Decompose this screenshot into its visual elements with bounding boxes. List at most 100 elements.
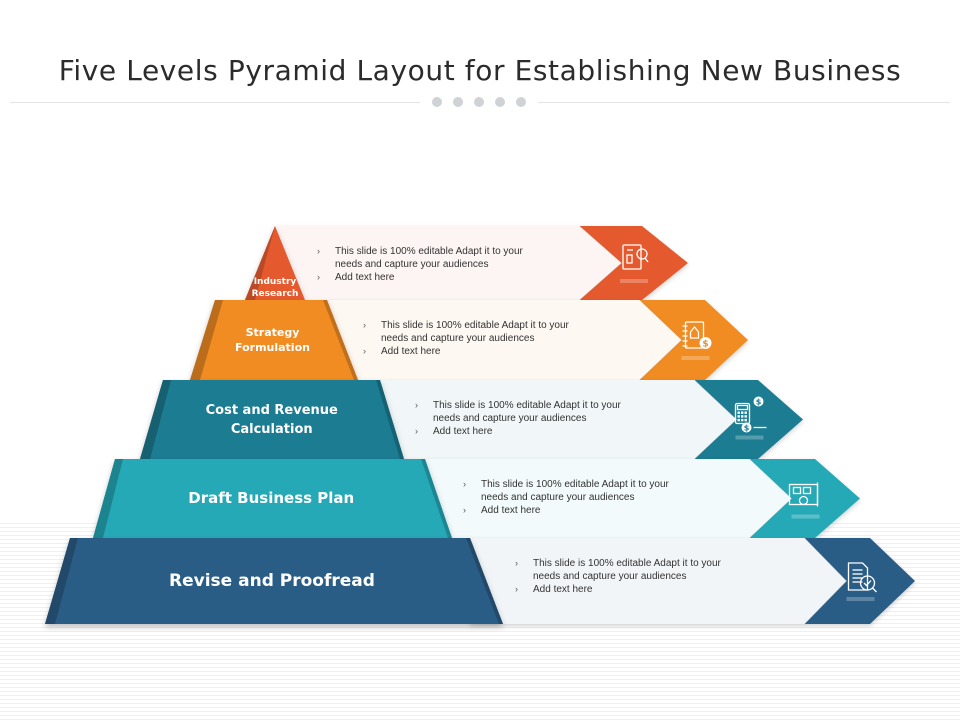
bullet-text: needs and capture your audiences [381, 333, 535, 344]
segment-side-left [140, 380, 171, 459]
panel-edge [694, 379, 738, 460]
bullet-item: This slide is 100% editable Adapt it to … [515, 557, 775, 583]
calculator-body [734, 402, 751, 425]
panel-edge [804, 537, 848, 625]
bullet-item: Add text here [515, 583, 775, 596]
bullet-text: This slide is 100% editable Adapt it to … [433, 400, 621, 411]
coin-symbol: $ [744, 424, 750, 433]
bullet-text: needs and capture your audiences [335, 259, 489, 270]
level-label-line: Cost and Revenue [205, 402, 338, 418]
level-4-segment [93, 459, 452, 538]
level-label-line: Draft Business Plan [188, 489, 355, 507]
level-5-segment [45, 538, 503, 624]
coin [753, 396, 764, 407]
segment-shape [190, 300, 358, 380]
segment-side-left [45, 538, 78, 624]
level-4-label: Draft Business Plan [141, 489, 401, 508]
segment-side-right [376, 380, 404, 459]
bullet-text: This slide is 100% editable Adapt it to … [533, 558, 721, 569]
document-check-icon [846, 562, 877, 601]
check-badge [859, 575, 876, 591]
bullet-text: This slide is 100% editable Adapt it to … [481, 479, 669, 490]
calculator-key [744, 418, 747, 422]
level-3-description: This slide is 100% editable Adapt it to … [415, 399, 675, 438]
report-chart [626, 254, 633, 264]
level-label-line: Strategy [245, 326, 300, 339]
bullet-item: This slide is 100% editable Adapt it to … [317, 245, 577, 271]
title-dot [474, 97, 484, 107]
bullet-item: This slide is 100% editable Adapt it to … [363, 319, 623, 345]
calculator-key [741, 415, 744, 418]
level-2-description: This slide is 100% editable Adapt it to … [363, 319, 623, 358]
level-label-line: Formulation [235, 341, 310, 354]
magnifier-circle [636, 248, 648, 260]
coin-symbol: $ [756, 398, 762, 407]
level-1-description: This slide is 100% editable Adapt it to … [317, 245, 577, 284]
level-label-line: Revise and Proofread [169, 571, 375, 591]
bullet-text: needs and capture your audiences [533, 571, 687, 582]
notebook-house [689, 325, 700, 339]
magnifier-handle [644, 257, 649, 263]
calculator-screen [736, 404, 749, 411]
bullet-item: Add text here [463, 504, 723, 517]
calculator-key [741, 411, 744, 414]
coin-symbol: $ [702, 340, 708, 350]
calculator-key [744, 415, 747, 418]
page-title: Five Levels Pyramid Layout for Establish… [58, 54, 902, 87]
bullet-item: This slide is 100% editable Adapt it to … [415, 399, 675, 425]
level-label-line: Industry [253, 277, 297, 287]
icon-reflection [620, 279, 648, 283]
title-dots [432, 97, 532, 109]
level-5-label: Revise and Proofread [142, 571, 402, 591]
level-label-line: Research [251, 289, 299, 299]
calculator-key [741, 418, 744, 422]
segment-side-left [93, 459, 123, 538]
segment-shape [140, 380, 404, 459]
calculator-key [737, 418, 740, 422]
icon-reflection [791, 514, 820, 519]
check-mark [863, 580, 872, 587]
business-plan-board-icon [788, 482, 820, 519]
level-1-segment [245, 226, 305, 300]
board-card [802, 486, 812, 495]
calculator-key [737, 411, 740, 414]
calculator-key [737, 415, 740, 418]
bullet-item: Add text here [363, 345, 623, 358]
bullet-item: This slide is 100% editable Adapt it to … [463, 478, 723, 504]
title-divider-right [538, 102, 950, 103]
magnifier-handle [872, 587, 877, 593]
panel-edge [579, 225, 623, 301]
icon-reflection [681, 356, 710, 360]
board-card [792, 486, 802, 495]
title-dot [495, 97, 505, 107]
coin [699, 337, 712, 349]
title-dot [516, 97, 526, 107]
calculator-key [744, 411, 747, 414]
segment-shape [45, 538, 503, 624]
bullet-text: This slide is 100% editable Adapt it to … [381, 320, 569, 331]
segment-side [245, 226, 275, 300]
coin [741, 422, 752, 433]
report-sheet [622, 244, 642, 270]
level-5-description: This slide is 100% editable Adapt it to … [515, 557, 775, 596]
segment-shape [93, 459, 452, 538]
level-2-segment [190, 300, 358, 380]
panel-edge [749, 458, 793, 539]
icon-reflection [846, 597, 875, 601]
segment-side-right [323, 300, 358, 380]
title-divider-left [10, 102, 420, 103]
document-sheet [847, 562, 869, 591]
level-3-segment [140, 380, 404, 459]
panel-edge [639, 299, 683, 381]
title-dot [453, 97, 463, 107]
calculator-icon: $$ [734, 396, 767, 440]
segment-side-right [466, 538, 503, 624]
segment-side-left [190, 300, 223, 380]
bullet-text: This slide is 100% editable Adapt it to … [335, 246, 523, 257]
level-label-line: Calculation [230, 421, 313, 437]
